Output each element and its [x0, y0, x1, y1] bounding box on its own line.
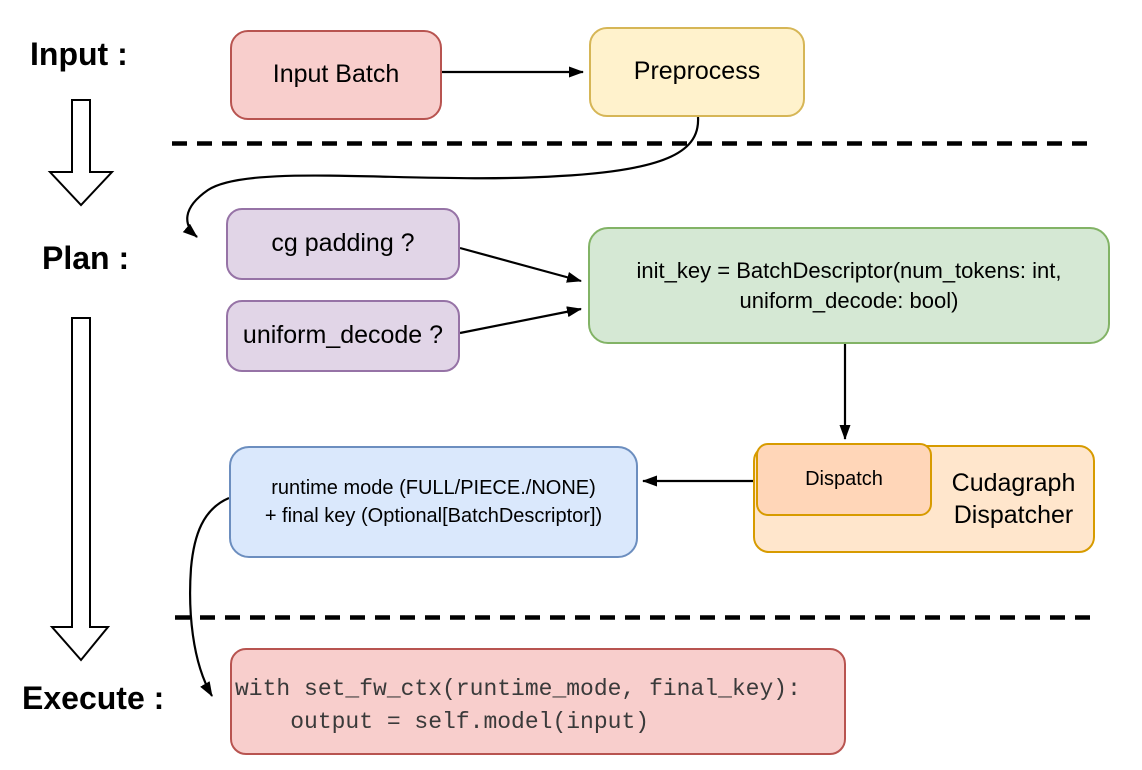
uniform-decode-node: uniform_decode ? [226, 300, 460, 372]
runtime-mode-line2: + final key (Optional[BatchDescriptor]) [264, 505, 603, 527]
init-key-line1: init_key = BatchDescriptor(num_tokens: i… [636, 257, 1062, 283]
runtime-mode-line1: runtime mode (FULL/PIECE./NONE) [271, 477, 596, 499]
arrow-runtime-to-execute-code [189, 496, 230, 697]
arrow-cgpadding-to-initkey [459, 246, 582, 283]
preprocess-label: Preprocess [633, 57, 761, 86]
runtime-mode-node: runtime mode (FULL/PIECE./NONE) + final … [229, 446, 638, 558]
section-label-input: Input : [30, 36, 128, 72]
down-arrow-icon-input-to-plan [47, 99, 115, 207]
init-key-line2: uniform_decode: bool) [739, 287, 959, 313]
cudagraph-dispatcher-line1: Cudagraph [951, 468, 1076, 497]
cudagraph-dispatcher-line2: Dispatcher [953, 501, 1074, 529]
preprocess-node: Preprocess [589, 27, 805, 117]
arrow-uniformdecode-to-initkey [459, 306, 582, 335]
down-arrow-icon-plan-to-execute [49, 317, 111, 662]
uniform-decode-label: uniform_decode ? [242, 321, 444, 350]
section-label-execute: Execute : [22, 680, 165, 716]
init-key-node: init_key = BatchDescriptor(num_tokens: i… [588, 227, 1110, 344]
cg-padding-label: cg padding ? [271, 229, 415, 258]
dispatch-label: Dispatch [805, 468, 883, 490]
section-label-plan: Plan : [42, 240, 130, 276]
cg-padding-node: cg padding ? [226, 208, 460, 280]
cudagraph-dispatcher-label: Cudagraph Dispatcher [932, 445, 1095, 553]
execute-code-node: with set_fw_ctx(runtime_mode, final_key)… [230, 648, 846, 755]
input-batch-label: Input Batch [272, 60, 400, 89]
execute-code-line1: with set_fw_ctx(runtime_mode, final_key)… [235, 676, 801, 702]
execute-code-line2: output = self.model(input) [235, 709, 650, 735]
input-batch-node: Input Batch [230, 30, 442, 120]
dispatch-node: Dispatch [756, 443, 932, 516]
